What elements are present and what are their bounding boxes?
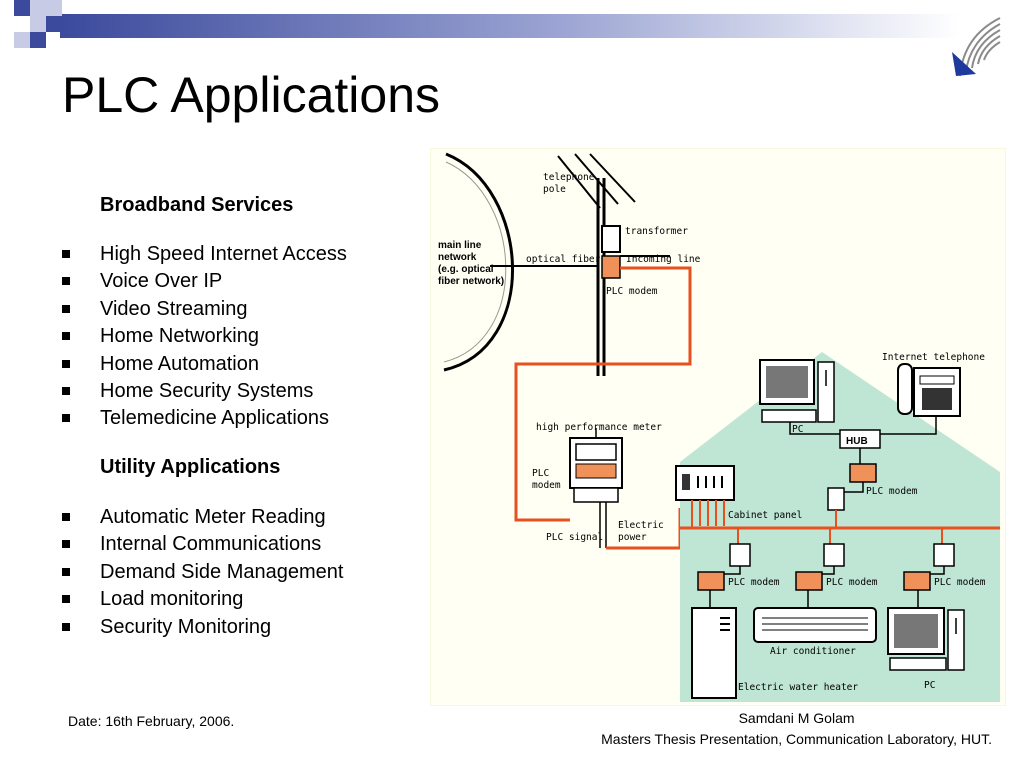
list-item: Home Networking <box>60 324 347 351</box>
svg-text:pole: pole <box>543 184 566 195</box>
utility-list: Automatic Meter Reading Internal Communi… <box>60 505 343 642</box>
footer-author: Samdani M Golam <box>738 710 855 726</box>
list-item: Home Automation <box>60 352 347 379</box>
label-pc-top: PC <box>792 424 803 435</box>
broadband-heading: Broadband Services <box>100 194 294 216</box>
label-plc-modem-b: PLC modem <box>826 577 878 588</box>
list-item: Demand Side Management <box>60 560 343 587</box>
plc-modem-a-icon <box>697 571 725 591</box>
plc-signal-line <box>514 266 692 522</box>
label-plc-modem-top: PLC modem <box>606 286 658 297</box>
transformer-icon <box>601 225 621 253</box>
label-internet-telephone: Internet telephone <box>882 352 985 363</box>
slide-title: PLC Applications <box>62 67 441 123</box>
water-heater-icon <box>691 607 737 699</box>
list-item: Voice Over IP <box>60 269 347 296</box>
bullet-square-icon <box>62 595 70 604</box>
label-main-line: main line <box>438 240 482 251</box>
footer-event: Masters Thesis Presentation, Communicati… <box>601 731 992 747</box>
list-item: Security Monitoring <box>60 615 343 642</box>
label-electric-power: Electric <box>618 520 664 531</box>
label-high-performance-meter: high performance meter <box>536 422 662 433</box>
svg-text:modem: modem <box>532 480 561 491</box>
bullet-square-icon <box>62 622 70 631</box>
bullet-square-icon <box>62 250 70 258</box>
label-air-conditioner: Air conditioner <box>770 646 856 657</box>
svg-text:(e.g. optical: (e.g. optical <box>438 264 494 275</box>
plc-modem-c-icon <box>903 571 931 591</box>
bullet-square-icon <box>62 386 70 395</box>
bullet-square-icon <box>62 540 70 549</box>
label-plc-modem-hub: PLC modem <box>866 486 918 497</box>
list-item: Internal Communications <box>60 532 343 559</box>
plc-modem-b-icon <box>795 571 823 591</box>
list-item: Load monitoring <box>60 587 343 614</box>
bullet-square-icon <box>62 513 70 521</box>
plc-modem-top-icon <box>601 255 621 279</box>
plc-network-diagram: telephone pole transformer main line net… <box>430 148 1006 706</box>
svg-text:fiber network): fiber network) <box>438 276 504 287</box>
pc-top-icon <box>759 359 835 423</box>
label-plc-modem-c: PLC modem <box>934 577 986 588</box>
bullet-square-icon <box>62 414 70 423</box>
plc-modem-hub-icon <box>849 463 877 483</box>
label-transformer: transformer <box>625 226 688 237</box>
list-item: Automatic Meter Reading <box>60 505 343 532</box>
air-conditioner-icon <box>753 607 877 643</box>
label-pc-bottom: PC <box>924 680 935 691</box>
list-item: Telemedicine Applications <box>60 406 347 433</box>
label-plc-signal: PLC signal <box>546 532 603 543</box>
label-plc-modem-meter: PLC <box>532 468 549 479</box>
footer-date: Date: 16th February, 2006. <box>68 713 235 729</box>
label-optical-fiber: optical fiber <box>526 254 601 265</box>
list-item: High Speed Internet Access <box>60 242 347 269</box>
university-logo <box>952 17 1001 77</box>
high-performance-meter-icon <box>569 428 623 503</box>
bullet-square-icon <box>62 277 70 286</box>
list-item: Home Security Systems <box>60 379 347 406</box>
bullet-square-icon <box>62 359 70 368</box>
label-cabinet-panel: Cabinet panel <box>728 510 802 521</box>
label-incoming-line: Incoming line <box>626 254 701 265</box>
pc-bottom-icon <box>887 607 965 671</box>
bullet-square-icon <box>62 567 70 576</box>
label-plc-modem-a: PLC modem <box>728 577 780 588</box>
internet-telephone-icon <box>897 363 961 417</box>
svg-text:power: power <box>618 532 647 543</box>
bullet-square-icon <box>62 304 70 313</box>
label-water-heater: Electric water heater <box>738 682 858 693</box>
broadband-list: High Speed Internet Access Voice Over IP… <box>60 242 347 434</box>
list-item: Video Streaming <box>60 297 347 324</box>
footer-credits: Samdani M Golam Masters Thesis Presentat… <box>601 708 992 750</box>
outlet-icon <box>827 487 845 511</box>
label-telephone-pole: telephone <box>543 172 595 183</box>
svg-text:network: network <box>438 252 477 263</box>
bullet-square-icon <box>62 332 70 341</box>
utility-heading: Utility Applications <box>100 456 281 478</box>
label-hub: HUB <box>846 436 868 447</box>
header-decoration <box>14 0 960 48</box>
